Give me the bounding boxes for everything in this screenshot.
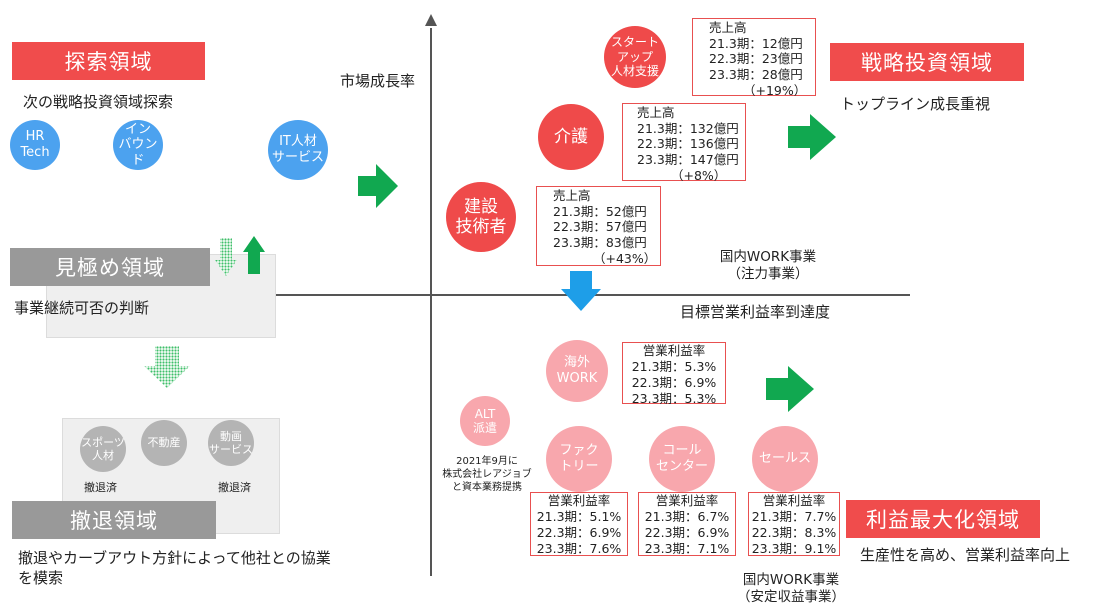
profit-max-desc: 生産性を高め、営業利益率向上 <box>860 546 1071 564</box>
startup-sales-box: 売上高 21.3期：12億円 22.3期：23億円 23.3期：28億円 （+1… <box>692 18 816 98</box>
withdrawn-note-a: 撤退済 <box>84 481 117 494</box>
construction-engineer-circle: 建設技術者 <box>446 182 516 252</box>
nursing-care-circle: 介護 <box>538 104 604 170</box>
sales-circle: セールス <box>752 426 818 492</box>
strategic-label: 戦略投資領域 <box>830 43 1024 81</box>
green-right-arrow-1 <box>358 164 398 208</box>
evaluation-label: 見極め領域 <box>10 248 210 286</box>
evaluation-desc: 事業継続可否の判断 <box>14 299 150 317</box>
domestic-focus-label: 国内WORK事業 （注力事業） <box>719 249 817 282</box>
real-estate-circle: 不動産 <box>141 420 187 466</box>
it-staffing-circle: IT人材サービス <box>268 120 328 180</box>
construction-sales-box: 売上高 21.3期：52億円 22.3期：57億円 23.3期：83億円 （+4… <box>536 186 661 266</box>
blue-down-arrow <box>561 271 601 311</box>
strategic-desc: トップライン成長重視 <box>840 95 991 113</box>
alt-partnership-note: 2021年9月に 株式会社レアジョブ と資本業務提携 <box>442 456 532 493</box>
overseas-margin-box: 営業利益率 21.3期：5.3% 22.3期：6.9% 23.3期：5.3% <box>622 342 726 406</box>
sports-staffing-circle: スポーツ人材 <box>80 426 126 472</box>
call-center-circle: コールセンター <box>649 426 715 492</box>
nursing-care-sales-box: 売上高 21.3期：132億円 22.3期：136億円 23.3期：147億円 … <box>622 103 746 183</box>
green-right-arrow-2 <box>788 114 836 160</box>
x-axis-line <box>120 294 910 296</box>
withdrawal-desc-line2: を模索 <box>18 569 64 587</box>
withdrawn-note-b: 撤退済 <box>218 481 251 494</box>
call-center-margin-box: 営業利益率 21.3期：6.7% 22.3期：6.9% 23.3期：7.1% <box>638 492 736 556</box>
video-service-circle: 動画サービス <box>208 420 254 466</box>
factory-margin-box: 営業利益率 21.3期：5.1% 22.3期：6.9% 23.3期：7.6% <box>530 492 628 556</box>
dotted-down-arrow <box>215 238 237 276</box>
green-right-arrow-3 <box>766 366 814 412</box>
withdrawal-label: 撤退領域 <box>12 501 216 539</box>
y-axis-arrow <box>425 14 437 26</box>
startup-staffing-circle: スタートアップ人材支援 <box>604 26 666 88</box>
green-up-arrow <box>243 236 265 274</box>
withdrawal-desc-line1: 撤退やカーブアウト方針によって他社との協業 <box>18 549 331 567</box>
sales-margin-box: 営業利益率 21.3期：7.7% 22.3期：8.3% 23.3期：9.1% <box>748 492 840 556</box>
y-axis-label: 市場成長率 <box>340 72 416 90</box>
dotted-large-down-arrow <box>144 346 190 388</box>
profit-max-label: 利益最大化領域 <box>846 500 1040 538</box>
y-axis-line <box>430 28 432 576</box>
factory-circle: ファクトリー <box>546 426 612 492</box>
exploration-label: 探索領域 <box>12 42 205 80</box>
domestic-stable-label: 国内WORK事業 （安定収益事業） <box>737 572 845 605</box>
inbound-circle: インバウンド <box>113 120 163 170</box>
x-axis-label: 目標営業利益率到達度 <box>680 303 831 321</box>
exploration-desc: 次の戦略投資領域探索 <box>23 93 174 111</box>
